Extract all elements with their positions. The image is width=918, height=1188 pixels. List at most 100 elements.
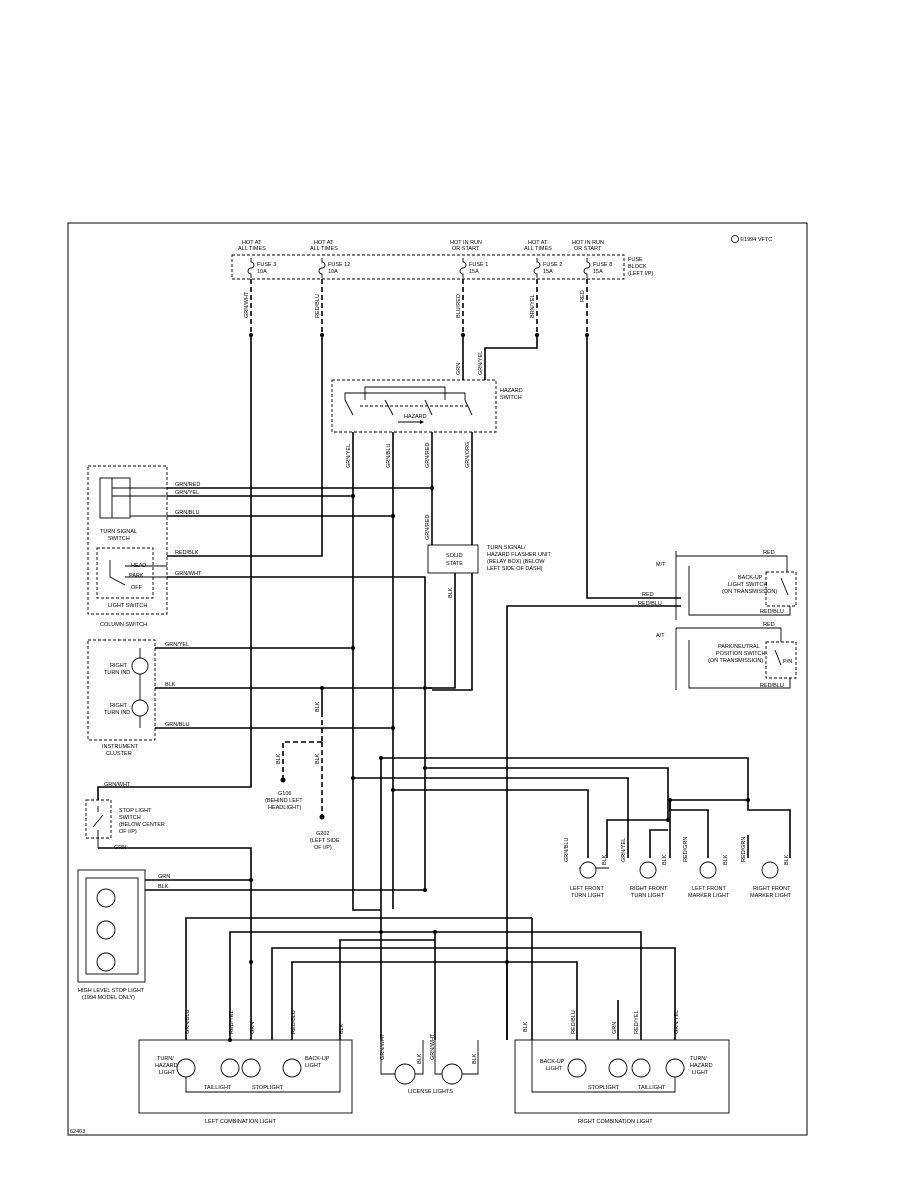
hazard-out-3: GRN/RED xyxy=(425,443,431,468)
fuse-1-name: FUSE 1 xyxy=(469,262,488,268)
rfm-label-2: MARKER LIGHT xyxy=(750,893,792,899)
stop-switch-label-4: OF I/P) xyxy=(119,829,137,835)
lft-wire-1: GRN/BLU xyxy=(564,838,570,862)
lcl-sub-1: TAILLIGHT xyxy=(204,1085,232,1091)
backup-light-switch: M/T RED BACK-UP LIGHT SWITCH (ON TRANSMI… xyxy=(638,550,797,620)
rcl-wire-1: BLK xyxy=(523,1021,529,1032)
park-neutral-switch: A/T RED PARK/NEUTRAL POSITION SWITCH (ON… xyxy=(656,622,797,690)
at-label-2: POSITION SWITCH xyxy=(716,651,766,657)
high-level-wire-1: GRN xyxy=(158,874,170,880)
flasher-unit: SOLID STATE TURN SIGNAL/ HAZARD FLASHER … xyxy=(425,515,552,598)
g202-wire-upper: BLK xyxy=(315,701,321,712)
fuse-2-hot-2: ALL TIMES xyxy=(524,246,552,252)
turn-signal-label-1: TURN SIGNAL xyxy=(100,529,137,535)
rcl-sub-2: TAILLIGHT xyxy=(638,1085,666,1091)
fuse-8-hot-2: OR START xyxy=(574,246,602,252)
g106-desc-1: (BEHIND LEFT xyxy=(265,798,303,804)
license-label: LICENSE LIGHTS xyxy=(408,1089,453,1095)
lcl-wire-4: RED/BLU xyxy=(291,1010,297,1034)
light-switch-label: LIGHT SWITCH xyxy=(108,603,147,609)
lic-wire-4: BLK xyxy=(472,1053,478,1064)
cluster-wire-1: GRN/YEL xyxy=(165,642,189,648)
lcl-wire-1: GRN/BLU xyxy=(185,1010,191,1034)
g202-id: G202 xyxy=(316,831,329,837)
fuse-12-hot-1: HOT AT xyxy=(314,240,334,246)
fuse-12: HOT AT ALL TIMES FUSE 12 10A RED/BLU xyxy=(310,240,350,335)
cluster-wire-3: GRN/BLU xyxy=(165,722,189,728)
flasher-wire-2: BLK xyxy=(448,587,454,598)
rcl-wire-2: RED/BLU xyxy=(571,1010,577,1034)
cluster-label-2: CLUSTER xyxy=(106,751,132,757)
license-lights: GRN/WHT BLK GRN/WHT BLK LICENSE LIGHTS xyxy=(380,1033,479,1095)
lcl-wire-3: GRN xyxy=(250,1022,256,1034)
at-pin: P/N xyxy=(783,659,792,665)
lfm-label-2: MARKER LIGHT xyxy=(688,893,730,899)
right-front-marker-light: RED/GRN BLK RIGHT FRONT MARKER LIGHT xyxy=(741,837,792,899)
mt-label-2: LIGHT SWITCH xyxy=(728,582,767,588)
lcl-lamp2-1: BACK-UP xyxy=(305,1056,330,1062)
at-tag: A/T xyxy=(656,633,665,639)
light-switch-wire-2: GRN/WHT xyxy=(175,571,202,577)
mt-wire-red: RED xyxy=(763,550,775,556)
rft-label-2: TURN LIGHT xyxy=(631,893,665,899)
fuse-block: FUSE BLOCK (LEFT I/P) xyxy=(231,254,653,280)
g202-desc-2: OF I/P) xyxy=(314,845,332,851)
turn-signal-label-2: SWITCH xyxy=(108,536,130,542)
flasher-label-2: HAZARD FLASHER UNIT xyxy=(487,552,552,558)
rfm-wire-2: BLK xyxy=(784,854,790,865)
wiring xyxy=(97,335,791,1040)
g202-wire: BLK xyxy=(315,753,321,764)
high-level-wire-2: BLK xyxy=(158,884,169,890)
mt-label-3: (ON TRANSMISSION) xyxy=(722,589,777,595)
cluster-ind-1b: TURN IND xyxy=(104,670,130,676)
rcl-wire-4: RED/YEL xyxy=(634,1010,640,1034)
lcl-wire-5: BLK xyxy=(339,1023,345,1034)
rcl-lamp1-2: LIGHT xyxy=(546,1066,563,1072)
lfm-wire-1: RED/GRN xyxy=(683,837,689,862)
rft-wire-2: BLK xyxy=(662,854,668,865)
rft-wire-1: GRN/YEL xyxy=(621,838,627,862)
rcl-lamp2-1: TURN/ xyxy=(690,1056,707,1062)
rcl-wire-3: GRN xyxy=(612,1022,618,1034)
cluster-ind-2b: TURN IND xyxy=(104,710,130,716)
instrument-cluster: RIGHT TURN IND RIGHT TURN IND INSTRUMENT… xyxy=(87,639,189,757)
g106-wire: BLK xyxy=(276,753,282,764)
rcl-wire-5: GRN/YEL xyxy=(674,1010,680,1034)
lft-label-2: TURN LIGHT xyxy=(571,893,605,899)
fuse-3: HOT AT ALL TIMES FUSE 3 10A GRN/WHT xyxy=(238,240,276,335)
rft-label-1: RIGHT FRONT xyxy=(630,886,668,892)
stop-switch-label-2: SWITCH xyxy=(119,815,141,821)
fuse-block-label-1: FUSE xyxy=(628,257,643,263)
stop-switch-wire-2: GRN xyxy=(114,845,126,851)
stop-switch-label-3: (BELOW CENTER xyxy=(119,822,165,828)
fuse-1-hot-2: OR START xyxy=(452,246,480,252)
mt-tag: M/T xyxy=(656,562,666,568)
fuse-3-rating: 10A xyxy=(257,269,267,275)
at-label-3: (ON TRANSMISSION) xyxy=(708,658,763,664)
left-front-turn-light: GRN/BLU BLK LEFT FRONT TURN LIGHT xyxy=(564,838,609,899)
fuse-3-name: FUSE 3 xyxy=(257,262,276,268)
hazard-top-wire-1: GRN xyxy=(456,363,462,375)
flasher-inner-1: SOLID xyxy=(446,553,463,559)
lcl-label: LEFT COMBINATION LIGHT xyxy=(205,1119,277,1125)
figure-id: 62463 xyxy=(70,1129,85,1135)
left-front-marker-light: RED/GRN BLK LEFT FRONT MARKER LIGHT xyxy=(683,837,730,899)
fuse-3-hot-2: ALL TIMES xyxy=(238,246,266,252)
stop-switch-label-1: STOP LIGHT xyxy=(119,808,152,814)
fuse-block-label-2: BLOCK xyxy=(628,264,647,270)
flasher-wire-1: GRN/RED xyxy=(425,515,431,540)
fuse-2-hot-1: HOT AT xyxy=(528,240,548,246)
high-level-label-2: (1994 MODEL ONLY) xyxy=(82,995,135,1001)
fuse-2-wire: BRN/YEL xyxy=(530,294,536,318)
lic-wire-3: GRN/WHT xyxy=(430,1033,436,1060)
fuse-block-label-3: (LEFT I/P) xyxy=(628,271,653,277)
fuse8-red-label: RED xyxy=(642,592,654,598)
fuse-1-rating: 15A xyxy=(469,269,479,275)
g106-id: G106 xyxy=(278,791,291,797)
fuse-8-rating: 15A xyxy=(593,269,603,275)
cluster-label-1: INSTRUMENT xyxy=(102,744,139,750)
at-wire-redblu: RED/BLU xyxy=(760,683,784,689)
fuse-2-name: FUSE 2 xyxy=(543,262,562,268)
mt-wire-redblu: RED/BLU xyxy=(760,609,784,615)
